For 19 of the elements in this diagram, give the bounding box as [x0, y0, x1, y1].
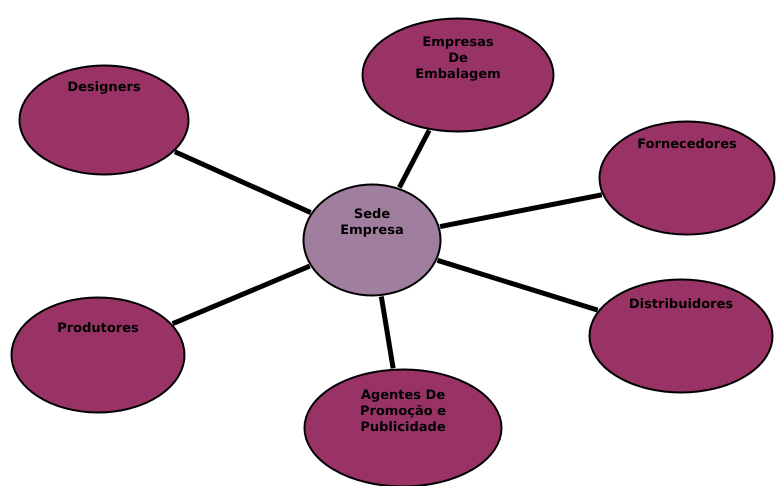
connector-line — [378, 296, 396, 369]
ellipse-node — [302, 183, 442, 297]
connector-line — [172, 264, 311, 326]
ellipse-node — [598, 120, 776, 236]
node-label: Fornecedores — [636, 137, 738, 153]
node-label: Empresas De Embalagem — [414, 35, 502, 83]
node-label: Sede Empresa — [339, 207, 405, 239]
ellipse-node — [361, 17, 555, 133]
connector-line — [397, 129, 432, 189]
node-label: Designers — [66, 80, 142, 96]
ellipse-node — [10, 296, 186, 414]
connector-line — [440, 192, 602, 230]
node-label: Produtores — [56, 321, 140, 337]
connector-line — [174, 149, 312, 215]
node-label: Distribuidores — [628, 297, 734, 313]
ellipse-node — [18, 64, 190, 176]
connector-line — [436, 258, 598, 313]
ellipse-node — [588, 278, 774, 394]
node-label: Agentes De Promoção e Publicidade — [358, 388, 448, 436]
